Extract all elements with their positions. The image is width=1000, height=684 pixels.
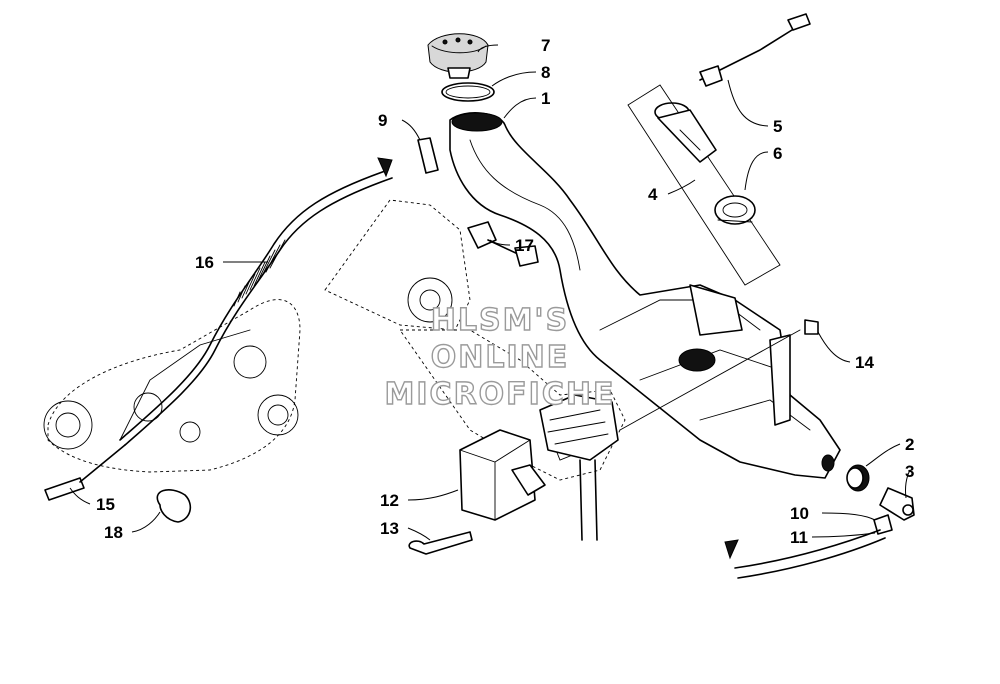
callout-18: 18 xyxy=(104,523,123,542)
line-end-ring xyxy=(44,444,192,523)
callout-8: 8 xyxy=(541,63,550,82)
callout-16: 16 xyxy=(195,253,214,272)
callout-9: 9 xyxy=(378,111,387,130)
bracket xyxy=(619,319,819,431)
watermark-line-2: ONLINE xyxy=(431,340,570,375)
fuel-gauge-assembly xyxy=(627,13,811,286)
fuel-cap xyxy=(427,33,489,79)
callout-6: 6 xyxy=(773,144,782,163)
hose xyxy=(119,157,393,446)
callout-12: 12 xyxy=(380,491,399,510)
callouts: 7 8 1 9 5 6 4 17 16 14 2 3 12 10 13 11 1… xyxy=(96,36,914,547)
callout-7: 7 xyxy=(541,36,550,55)
callout-13: 13 xyxy=(380,519,399,538)
callout-14: 14 xyxy=(855,353,874,372)
fuel-pump xyxy=(539,394,619,541)
callout-2: 2 xyxy=(905,435,914,454)
watermark-line-3: MICROFICHE xyxy=(385,377,616,412)
engine-frame-outline xyxy=(43,199,626,481)
callout-4: 4 xyxy=(648,185,658,204)
o-ring xyxy=(441,82,495,102)
callout-10: 10 xyxy=(790,504,809,523)
callout-11: 11 xyxy=(790,528,808,547)
clamp-bolt xyxy=(467,221,539,267)
watermark-line-1: HLSM'S xyxy=(431,303,569,338)
callout-1: 1 xyxy=(541,89,550,108)
fuel-tank xyxy=(449,112,841,479)
pad xyxy=(417,137,439,174)
callout-5: 5 xyxy=(773,117,782,136)
callout-15: 15 xyxy=(96,495,115,514)
callout-17: 17 xyxy=(515,236,534,255)
fittings xyxy=(724,464,915,579)
watermark: HLSM'S ONLINE MICROFICHE xyxy=(384,302,616,412)
leader-lines xyxy=(69,44,911,541)
callout-3: 3 xyxy=(905,462,914,481)
electrical-box xyxy=(408,429,546,555)
